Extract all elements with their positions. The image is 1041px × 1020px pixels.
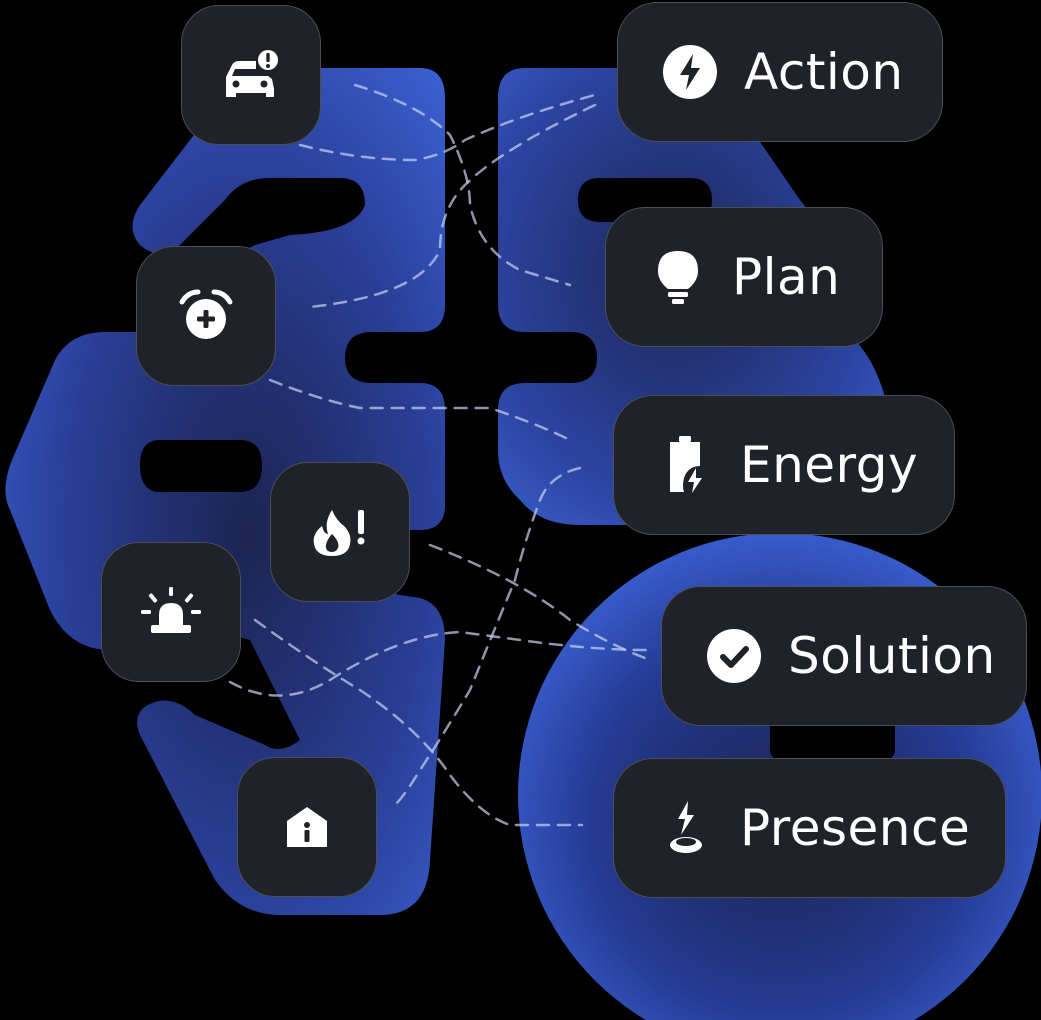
tile-fire-alert[interactable] bbox=[270, 462, 410, 602]
tile-alarm-clock[interactable] bbox=[136, 246, 276, 386]
fire-alert-icon bbox=[313, 510, 365, 556]
left-hemisphere-shape bbox=[5, 68, 445, 915]
connection-lines bbox=[228, 83, 652, 827]
check-circle-icon bbox=[706, 628, 762, 684]
bolt-circle-icon bbox=[662, 44, 718, 100]
pill-presence[interactable]: Presence bbox=[613, 758, 1006, 898]
alarm-clock-plus-icon bbox=[179, 289, 233, 339]
tile-siren[interactable] bbox=[101, 542, 241, 682]
label-presence: Presence bbox=[740, 799, 971, 857]
lightbulb-icon bbox=[650, 249, 706, 305]
lightning-ground-icon bbox=[658, 800, 714, 856]
label-solution: Solution bbox=[788, 627, 996, 685]
tile-home-info[interactable] bbox=[237, 757, 377, 897]
pill-energy[interactable]: Energy bbox=[613, 395, 955, 535]
circle-notch-shape bbox=[770, 715, 895, 760]
tile-car-alert[interactable] bbox=[181, 5, 321, 145]
label-energy: Energy bbox=[740, 436, 919, 494]
siren-icon bbox=[141, 587, 201, 633]
pill-plan[interactable]: Plan bbox=[605, 207, 883, 347]
home-info-icon bbox=[287, 807, 327, 847]
battery-charging-icon bbox=[658, 436, 714, 493]
label-action: Action bbox=[744, 43, 904, 101]
pill-action[interactable]: Action bbox=[617, 2, 943, 142]
car-alert-icon bbox=[226, 50, 278, 97]
pill-solution[interactable]: Solution bbox=[661, 586, 1027, 726]
label-plan: Plan bbox=[732, 248, 841, 306]
